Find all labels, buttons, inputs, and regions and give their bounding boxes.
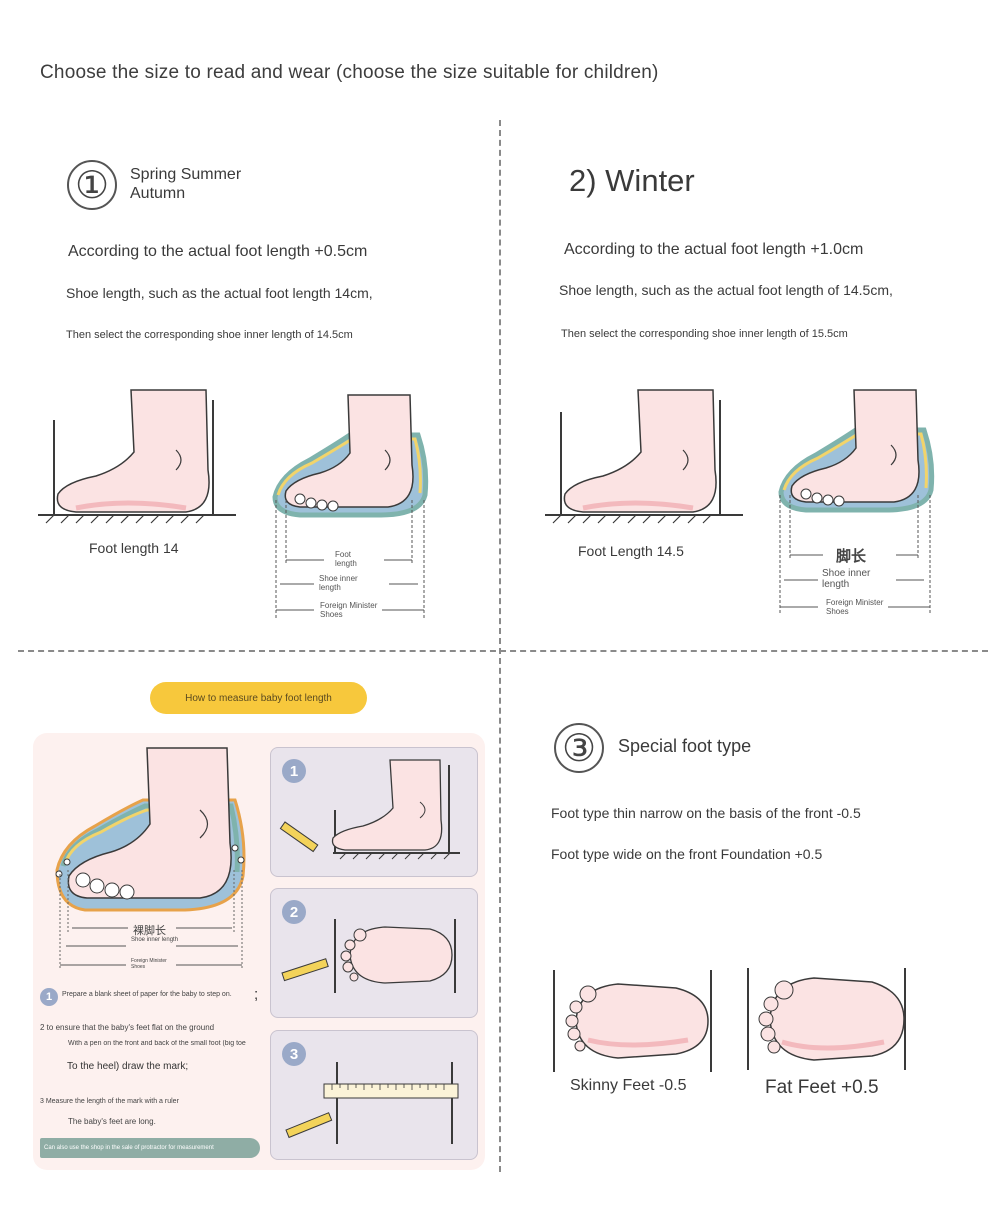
section1-label-foot: Foot length bbox=[335, 550, 357, 568]
section1-number: ① bbox=[67, 160, 117, 210]
measure-label-inner: Shoe inner length bbox=[131, 937, 179, 943]
measure-step2-heel: To the heel) draw the mark; bbox=[67, 1061, 189, 1072]
section2-label-inner: Shoe inner length bbox=[822, 568, 871, 590]
section3-number: ③ bbox=[554, 723, 604, 773]
measure-step3-sub: The baby's feet are long. bbox=[68, 1117, 156, 1126]
measure-pill: How to measure baby foot length bbox=[150, 682, 367, 714]
foot-side-icon bbox=[545, 389, 743, 524]
section1-season: Spring Summer Autumn bbox=[130, 166, 242, 202]
section2-select: Then select the corresponding shoe inner… bbox=[561, 328, 848, 340]
measure-card-badge-3: 3 bbox=[282, 1042, 306, 1066]
foot-in-shoe-icon bbox=[778, 389, 935, 513]
foot-in-shoe-icon bbox=[55, 747, 246, 912]
measure-label-outer: Foreign Minister Shoes bbox=[131, 958, 167, 970]
section1-foot-caption: Foot length 14 bbox=[89, 540, 179, 556]
foot-side-icon bbox=[279, 759, 460, 860]
section1-example: Shoe length, such as the actual foot len… bbox=[66, 285, 373, 301]
horizontal-divider bbox=[18, 650, 988, 652]
section2-foot-caption: Foot Length 14.5 bbox=[578, 543, 684, 559]
section2-label-foot: 脚长 bbox=[836, 548, 867, 565]
measure-step2-text: 2 to ensure that the baby's feet flat on… bbox=[40, 1023, 215, 1032]
section3-wide: Foot type wide on the front Foundation +… bbox=[551, 846, 823, 862]
measure-step1-badge: 1 bbox=[40, 988, 58, 1006]
foot-in-shoe-icon bbox=[272, 394, 429, 518]
section3-fat: Fat Feet +0.5 bbox=[765, 1077, 879, 1098]
foot-side-icon bbox=[38, 389, 236, 524]
page-title: Choose the size to read and wear (choose… bbox=[40, 62, 659, 83]
measure-lines-1 bbox=[275, 500, 425, 618]
section2-rule: According to the actual foot length +1.0… bbox=[564, 241, 864, 258]
section1-label-outer: Foreign Minister Shoes bbox=[320, 601, 378, 619]
measure-card-badge-1: 1 bbox=[282, 759, 306, 783]
measure-step1-semicolon: ; bbox=[254, 986, 259, 1003]
measure-lines-3 bbox=[59, 870, 243, 968]
vertical-divider bbox=[499, 120, 501, 1172]
measure-lines-2 bbox=[779, 495, 931, 613]
section1-select: Then select the corresponding shoe inner… bbox=[66, 329, 353, 341]
section3-heading: Special foot type bbox=[618, 736, 752, 756]
pencil-icon bbox=[285, 1112, 333, 1139]
measure-step2-sub: With a pen on the front and back of the … bbox=[68, 1040, 246, 1047]
section2-example: Shoe length, such as the actual foot len… bbox=[559, 282, 893, 298]
section2-label-outer: Foreign Minister Shoes bbox=[826, 598, 884, 616]
foot-top-icon bbox=[553, 970, 712, 1072]
measure-card-badge-2: 2 bbox=[282, 900, 306, 924]
section3-narrow: Foot type thin narrow on the basis of th… bbox=[551, 805, 861, 821]
section2-heading: 2) Winter bbox=[569, 163, 695, 198]
measure-label-foot: 裸脚长 bbox=[133, 925, 166, 937]
ruler-icon bbox=[285, 1062, 459, 1144]
measure-step3-text: 3 Measure the length of the mark with a … bbox=[40, 1098, 179, 1105]
pencil-icon bbox=[281, 958, 329, 982]
measure-note: Can also use the shop in the sale of pro… bbox=[40, 1138, 260, 1158]
section3-skinny: Skinny Feet -0.5 bbox=[570, 1077, 687, 1094]
foot-top-icon bbox=[281, 919, 456, 993]
pencil-icon bbox=[279, 821, 319, 853]
foot-top-icon bbox=[747, 968, 906, 1070]
section1-label-inner: Shoe inner length bbox=[319, 574, 358, 592]
section1-rule: According to the actual foot length +0.5… bbox=[68, 243, 368, 260]
measure-step1-text: Prepare a blank sheet of paper for the b… bbox=[62, 991, 232, 998]
